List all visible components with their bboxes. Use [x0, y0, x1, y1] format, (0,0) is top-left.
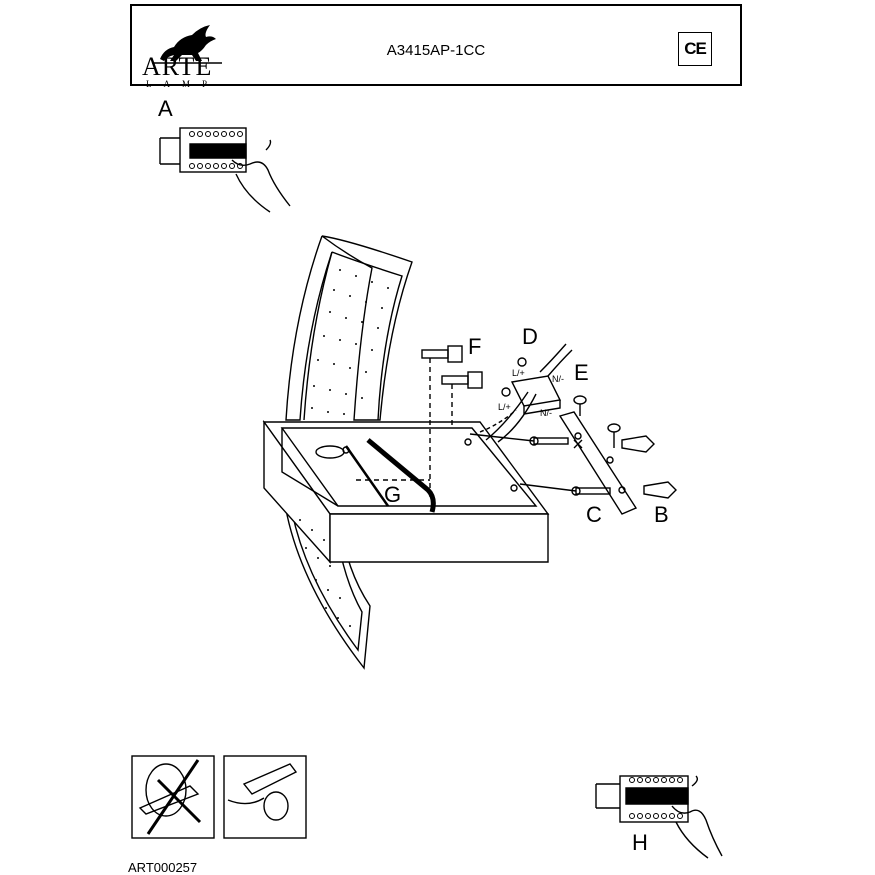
label-h: H [632, 830, 648, 855]
part-d-terminal-block-icon [485, 343, 573, 443]
ce-mark: CE [678, 32, 712, 66]
part-f-screws-icon [356, 345, 483, 500]
label-c: C [586, 502, 602, 527]
label-e: E [574, 360, 589, 385]
griffin-logo-icon [152, 25, 222, 64]
brand-subtitle: LAMP [146, 79, 220, 89]
label-b: B [654, 502, 669, 527]
part-g-bar [342, 438, 436, 513]
wire-neutral-top: N/- [552, 374, 564, 384]
part-b-anchors-icon [621, 435, 677, 499]
label-a: A [158, 96, 173, 121]
terminal-block-h-icon [595, 775, 723, 859]
wire-neutral-bottom: N/- [540, 408, 552, 418]
label-f: F [468, 334, 482, 359]
model-number: A3415AP-1CC [386, 42, 486, 59]
terminal-block-a-icon [159, 127, 291, 213]
wire-live-top: L/+ [512, 368, 525, 378]
mounting-bracket [558, 411, 638, 515]
wire-live-bottom: L/+ [498, 402, 511, 412]
header-box: ARTE LAMP A3415AP-1CC CE [130, 4, 742, 89]
label-d: D [522, 324, 538, 349]
warning-panel-tool-icon [223, 755, 307, 839]
brand-name: ARTE [142, 52, 213, 81]
part-e-screw-icon [573, 395, 621, 448]
base-box [262, 419, 550, 564]
document-code: ART000257 [128, 860, 198, 875]
diffuser-dots [299, 269, 389, 627]
upper-diffuser-panel [285, 235, 413, 421]
warning-panel-no-tool-icon [131, 755, 215, 839]
label-g: G [384, 482, 402, 507]
